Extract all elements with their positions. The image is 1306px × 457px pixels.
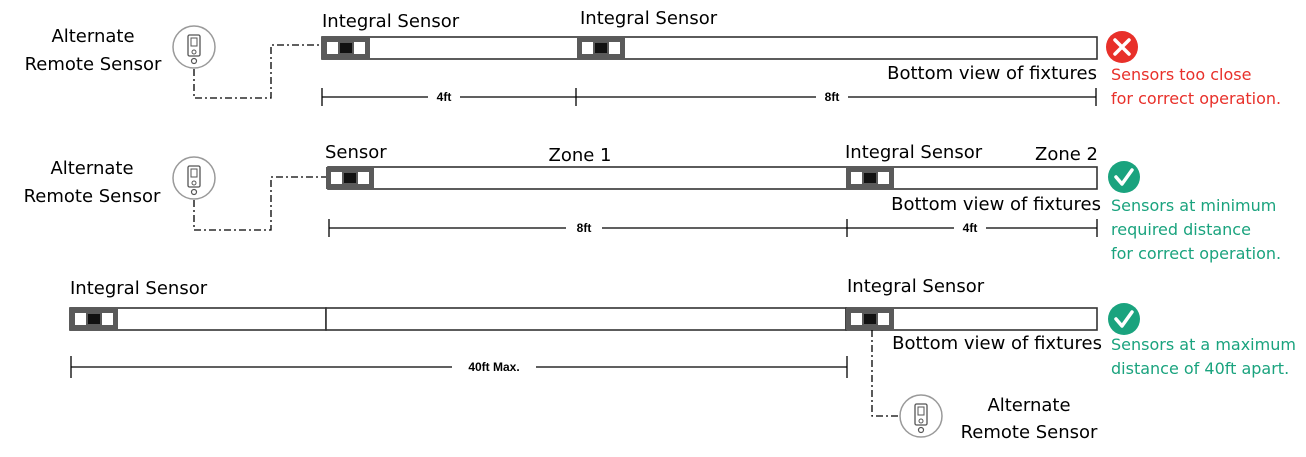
- status-text: for correct operation.: [1111, 89, 1281, 108]
- dimension-line: [321, 88, 1097, 106]
- integral-sensor: [846, 167, 894, 189]
- scenario-too-close: Alternate Remote Sensor Integral Sensor …: [25, 8, 1282, 108]
- bottom-view-label: Bottom view of fixtures: [892, 333, 1102, 354]
- sensor-label: Integral Sensor: [847, 276, 985, 297]
- status-text: Sensors too close: [1111, 65, 1251, 84]
- remote-sensor-label-line1: Alternate: [987, 395, 1070, 416]
- remote-sensor-label-line2: Remote Sensor: [24, 186, 161, 207]
- integral-sensor: [70, 308, 118, 330]
- bottom-view-label: Bottom view of fixtures: [887, 63, 1097, 84]
- sensor-label: Integral Sensor: [845, 142, 983, 163]
- integral-sensor: [846, 308, 894, 330]
- status-text: distance of 40ft apart.: [1111, 359, 1289, 378]
- status-text: for correct operation.: [1111, 244, 1281, 263]
- integral-sensor: [322, 37, 370, 59]
- zone-label: Zone 2: [1035, 144, 1098, 165]
- wire-dashdot: [193, 44, 322, 99]
- status-text: Sensors at minimum: [1111, 196, 1276, 215]
- check-circle-icon: [1108, 303, 1140, 335]
- status-text: required distance: [1111, 220, 1251, 239]
- sensor-label: Integral Sensor: [322, 11, 460, 32]
- remote-sensor-icon: [172, 156, 216, 200]
- fixture-bar: [325, 307, 847, 331]
- scenario-maximum-distance: Integral Sensor Integral Sensor Bottom v…: [69, 276, 1296, 443]
- dimension-label: 40ft Max.: [468, 360, 519, 374]
- remote-sensor-label-line2: Remote Sensor: [961, 422, 1098, 443]
- dimension-label: 4ft: [437, 90, 452, 104]
- zone-label: Zone 1: [549, 145, 612, 166]
- scenario-minimum-distance: Alternate Remote Sensor Sensor Zone 1 In…: [24, 142, 1282, 263]
- wire-dashdot: [871, 330, 899, 417]
- dimension-line: [328, 219, 1098, 237]
- bottom-view-label: Bottom view of fixtures: [891, 194, 1101, 215]
- sensor: [326, 167, 374, 189]
- remote-sensor-label-line2: Remote Sensor: [25, 54, 162, 75]
- fixture-bar: [327, 166, 1098, 190]
- cross-circle-icon: [1106, 31, 1138, 63]
- check-circle-icon: [1108, 161, 1140, 193]
- integral-sensor: [577, 37, 625, 59]
- sensor-label: Sensor: [325, 142, 387, 163]
- dimension-label: 8ft: [825, 90, 840, 104]
- remote-sensor-icon: [172, 25, 216, 69]
- dimension-line: [70, 356, 848, 378]
- status-text: Sensors at a maximum: [1111, 335, 1296, 354]
- fixture-bar: [321, 36, 1098, 60]
- sensor-label: Integral Sensor: [70, 278, 208, 299]
- remote-sensor-label-line1: Alternate: [51, 26, 134, 47]
- remote-sensor-label-line1: Alternate: [50, 158, 133, 179]
- dimension-label: 8ft: [577, 221, 592, 235]
- sensor-label: Integral Sensor: [580, 8, 718, 29]
- remote-sensor-icon: [899, 394, 943, 438]
- dimension-label: 4ft: [963, 221, 978, 235]
- wire-dashdot: [193, 176, 328, 231]
